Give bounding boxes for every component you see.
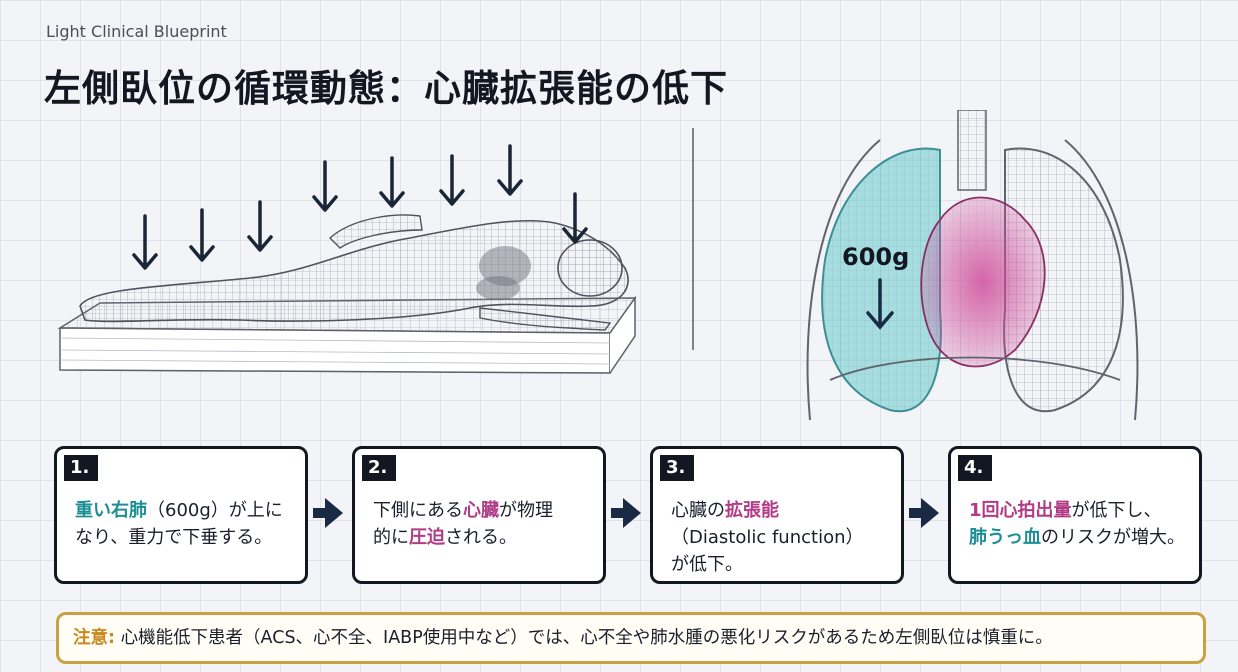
step-text-segment: （Diastolic function） <box>671 527 864 548</box>
caution-label: 注意: <box>73 628 115 648</box>
step-text-segment: が低下し、 <box>1071 500 1162 521</box>
step-text-segment: のリスクが増大。 <box>1041 527 1185 548</box>
step-text-segment: 拡張能 <box>725 500 779 521</box>
step-number: 1. <box>64 455 98 481</box>
lung-weight-label: 600g <box>842 243 909 271</box>
step-text-segment: が低下。 <box>671 554 743 575</box>
step-text-segment: 1回心拍出量 <box>969 500 1072 521</box>
step-card-3: 3. 心臓の拡張能 （Diastolic function） が低下。 <box>650 446 904 584</box>
flow-arrow-stem <box>313 508 325 518</box>
flow-arrow-icon <box>921 498 939 528</box>
step-text-segment: 心臓 <box>463 500 499 521</box>
flow-arrow-stem <box>909 508 921 518</box>
step-card-2: 2. 下側にある心臓が物理的に圧迫される。 <box>352 446 606 584</box>
step-text-segment: なり、重力で下垂する。 <box>75 527 273 548</box>
step-text-segment: 圧迫 <box>409 527 445 548</box>
step-number: 3. <box>660 455 694 481</box>
step-text-segment: 下側にある <box>373 500 463 521</box>
step-text-segment: 肺うっ血 <box>969 527 1041 548</box>
caution-text: 心機能低下患者（ACS、心不全、IABP使用中など）では、心不全や肺水腫の悪化リ… <box>115 628 1053 648</box>
step-text-segment: 心臓の <box>671 500 725 521</box>
step-text-segment: 的に <box>373 527 409 548</box>
trachea <box>957 110 987 191</box>
lungs-heart-illustration: 600g <box>806 110 1139 421</box>
page-title: 左側臥位の循環動態：心臓拡張能の低下 <box>44 67 728 110</box>
step-text-segment: される。 <box>445 527 517 548</box>
gravity-arrows <box>132 144 588 270</box>
step-number: 2. <box>362 455 396 481</box>
flow-arrow-icon <box>623 498 641 528</box>
step-text-segment: 重い右肺 <box>75 500 147 521</box>
left-lung <box>1003 147 1124 413</box>
step-text-segment: （600g）が上に <box>147 500 283 521</box>
step-number: 4. <box>958 455 992 481</box>
down-arrow-icon <box>866 278 894 330</box>
patient-body <box>79 214 629 331</box>
step-text: 1回心拍出量が低下し、肺うっ血のリスクが増大。 <box>969 497 1189 551</box>
step-text: 下側にある心臓が物理的に圧迫される。 <box>373 497 593 551</box>
caution-notice: 注意: 心機能低下患者（ACS、心不全、IABP使用中など）では、心不全や肺水腫… <box>56 612 1206 664</box>
section-divider <box>692 128 694 350</box>
flow-arrow-icon <box>325 498 343 528</box>
step-text-segment: が物理 <box>499 500 553 521</box>
step-text: 重い右肺（600g）が上になり、重力で下垂する。 <box>75 497 295 551</box>
step-card-4: 4. 1回心拍出量が低下し、肺うっ血のリスクが増大。 <box>948 446 1202 584</box>
step-text: 心臓の拡張能 （Diastolic function） が低下。 <box>671 497 891 578</box>
step-card-1: 1. 重い右肺（600g）が上になり、重力で下垂する。 <box>54 446 308 584</box>
brand-label: Light Clinical Blueprint <box>46 22 227 41</box>
patient-lateral-position-illustration <box>57 144 637 374</box>
flow-arrow-stem <box>611 508 623 518</box>
